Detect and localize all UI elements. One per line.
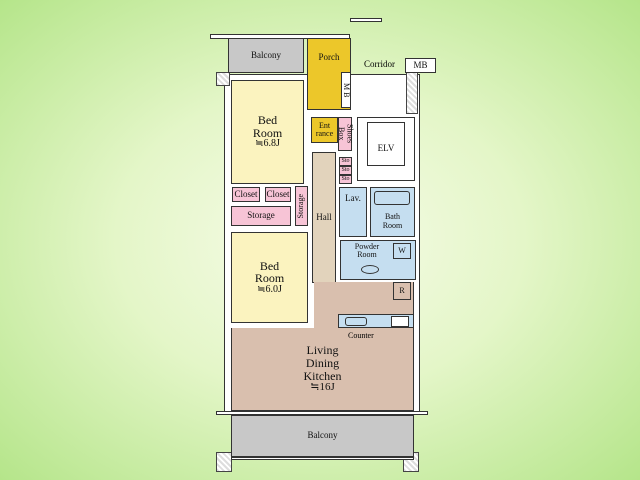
stove-icon: [391, 316, 409, 327]
hall: Hall: [312, 152, 336, 283]
pillar-top-right: [406, 72, 418, 114]
pillar-top-left: [216, 72, 230, 86]
elevator-shaft: [367, 122, 405, 166]
refrigerator-space: R: [393, 282, 411, 300]
balcony-top: Balcony: [228, 38, 304, 73]
living-dining-kitchen: Living Dining Kitchen ≒16J: [231, 328, 414, 411]
corridor-label: Corridor: [364, 59, 395, 69]
bathroom: Bath Room: [370, 187, 415, 237]
storage-sto-1: Sto: [339, 157, 352, 166]
balcony-bottom: Balcony: [231, 415, 414, 457]
closet-2[interactable]: Closet: [265, 187, 291, 202]
pillar-bottom-left: [216, 452, 232, 472]
storage-sto-3: Sto: [339, 175, 352, 184]
counter-label: Counter: [348, 331, 374, 340]
bedroom-1: Bed Room ≒6.8J: [231, 80, 304, 184]
mb-top: MB: [405, 58, 436, 73]
kitchen-counter: [338, 314, 414, 328]
closet-1[interactable]: Closet: [232, 187, 260, 202]
shoes-box: Shoes Box: [337, 117, 354, 151]
lavatory: Lav.: [339, 187, 367, 237]
bedroom-2: Bed Room ≒6.0J: [231, 232, 308, 323]
storage-sto-2: Sto: [339, 166, 352, 175]
mb-porch: M B: [341, 72, 351, 108]
balcony-bottom-rail: [231, 457, 414, 460]
elevator: ELV: [357, 117, 415, 181]
washer-icon: W: [393, 243, 411, 259]
balcony-rail: [216, 411, 428, 415]
storage-horizontal: Storage: [231, 206, 291, 226]
bathtub: [374, 191, 410, 205]
sink-icon: [361, 265, 379, 274]
corridor-wall: [350, 18, 382, 22]
entrance: Ent rance: [311, 117, 338, 143]
storage-vertical: Storage: [295, 186, 308, 226]
kitchen-sink: [345, 317, 367, 326]
powder-room: Powder Room W: [340, 240, 416, 280]
